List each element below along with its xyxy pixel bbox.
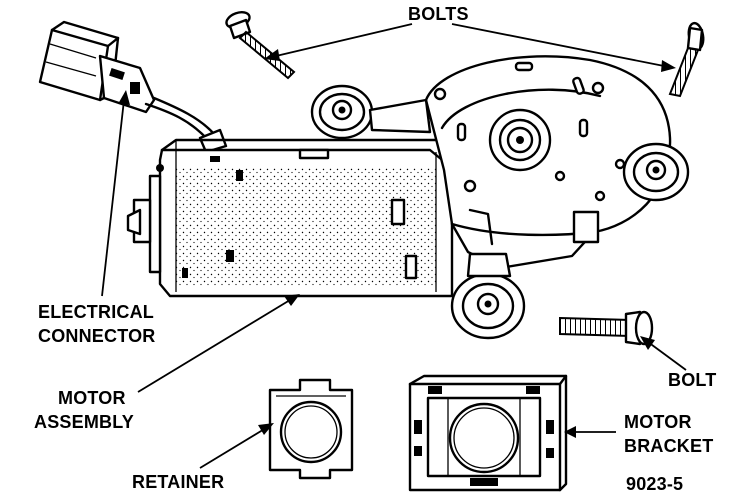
motor-bracket-label-line2: BRACKET — [624, 436, 713, 456]
bracket-icon — [408, 374, 568, 492]
arrowhead-icon — [640, 336, 655, 350]
arrowhead-icon — [284, 294, 300, 306]
bolt-label: BOLT — [668, 370, 716, 390]
arrowhead-icon — [258, 423, 274, 435]
retainer-icon — [268, 378, 354, 480]
figure-number: 9023-5 — [626, 474, 683, 494]
motor-assembly-label-line1: MOTOR — [58, 388, 126, 408]
motor-bracket-label-line1: MOTOR — [624, 412, 692, 432]
arrowhead-icon — [264, 49, 280, 61]
electrical-connector — [38, 20, 228, 154]
grommet-icon — [622, 142, 690, 202]
connector-icon — [38, 20, 156, 114]
motor-assembly-label-line2: ASSEMBLY — [34, 412, 134, 432]
retainer-label: RETAINER — [132, 472, 224, 492]
arrowhead-icon — [564, 426, 576, 438]
grommet-icon — [310, 84, 432, 140]
electrical-connector-label-line1: ELECTRICAL — [38, 302, 154, 322]
leader-lines — [101, 23, 687, 469]
bolt-icon — [225, 11, 296, 80]
motor-assembly — [126, 55, 690, 340]
arrowhead-icon — [661, 60, 676, 72]
electrical-connector-label-line2: CONNECTOR — [38, 326, 155, 346]
grommet-icon — [450, 252, 526, 340]
arrowhead-icon — [118, 90, 130, 105]
bolt-icon — [668, 21, 705, 98]
bolts-label: BOLTS — [408, 4, 469, 24]
bolt-icon — [559, 310, 654, 346]
